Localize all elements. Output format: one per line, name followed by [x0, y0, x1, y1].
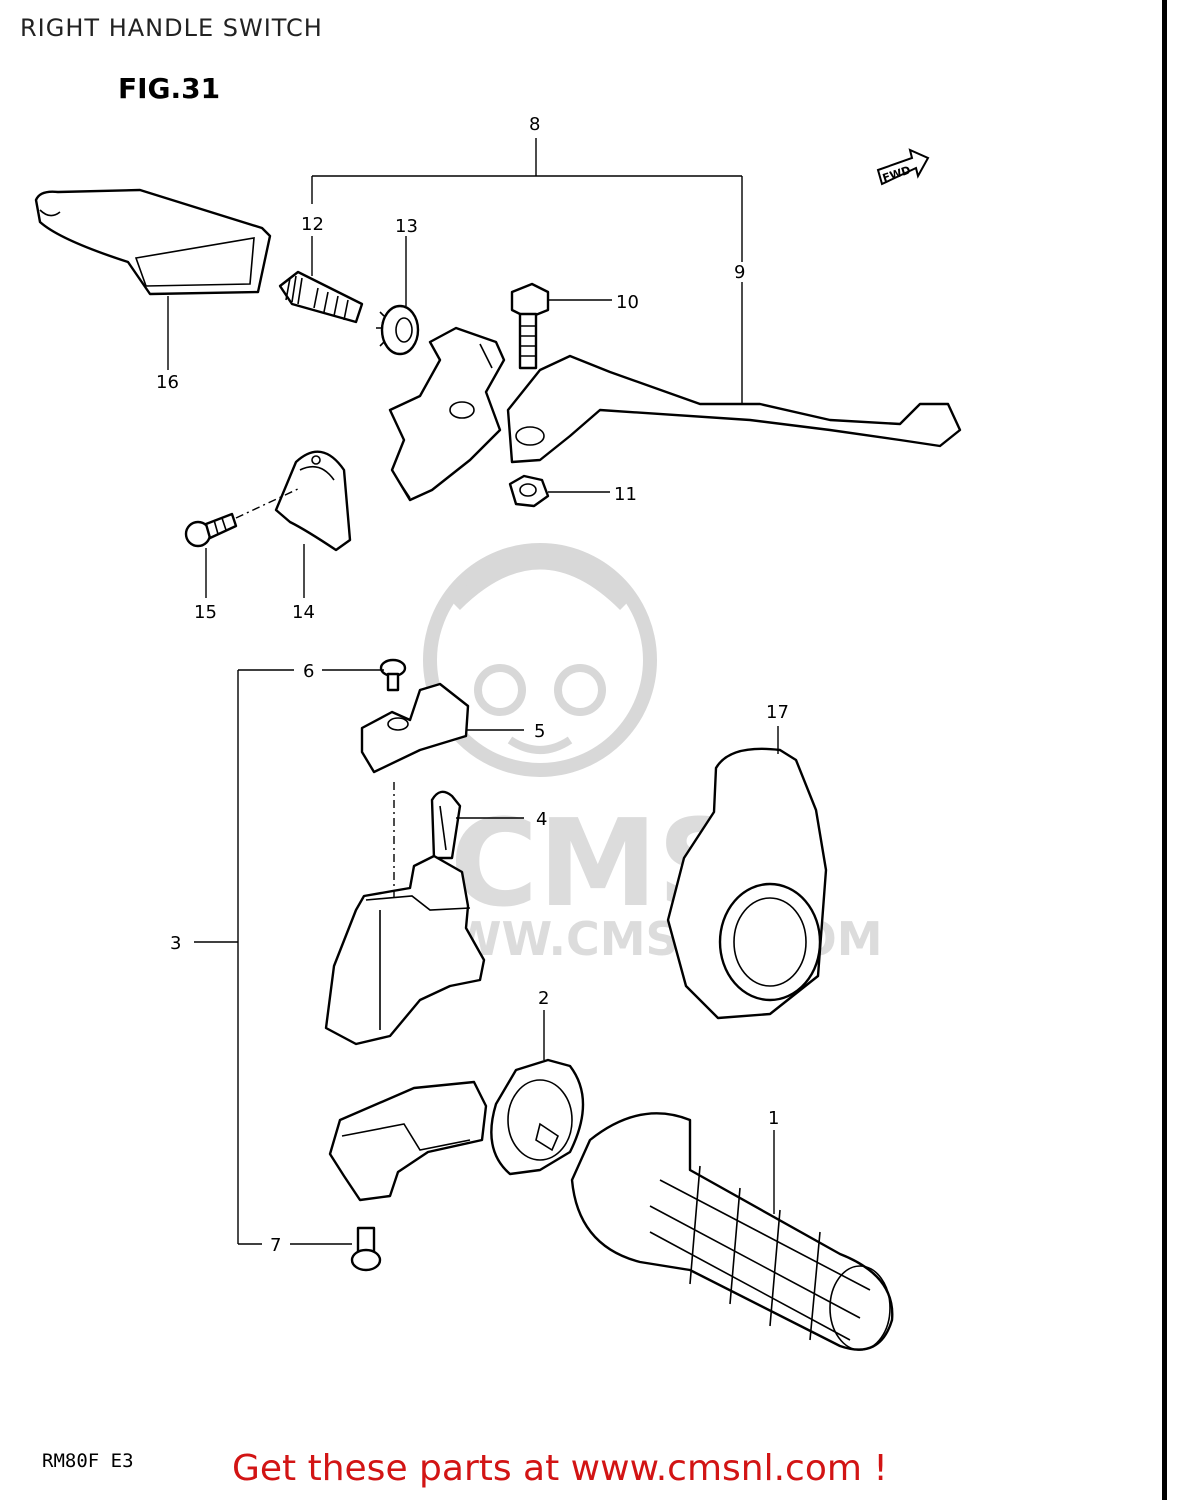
part-9-brake-lever [506, 354, 962, 464]
callout-4: 4 [536, 809, 547, 830]
callout-6: 6 [303, 661, 314, 682]
part-7-screw [350, 1226, 382, 1272]
callout-11: 11 [614, 484, 637, 505]
part-5-cable-guide [360, 682, 470, 774]
callout-7: 7 [270, 1235, 281, 1256]
lever-holder [388, 326, 506, 502]
right-border-rule [1162, 0, 1167, 1500]
part-13-lock-nut [376, 304, 420, 356]
callout-14: 14 [292, 602, 315, 623]
part-6-screw [379, 658, 407, 692]
figure-label: FIG.31 [118, 72, 221, 105]
lower-housing [328, 1080, 488, 1202]
part-3-upper-housing [324, 854, 486, 1046]
part-14-clamp [274, 450, 352, 552]
callout-15: 15 [194, 602, 217, 623]
footer-link[interactable]: Get these parts at www.cmsnl.com ! [232, 1448, 888, 1489]
part-4-cable-stopper [430, 790, 462, 860]
leader-lines [167, 138, 779, 1245]
callout-1: 1 [768, 1108, 779, 1129]
callout-8: 8 [529, 114, 540, 135]
part-17-grip-cover [666, 747, 828, 1020]
callout-3: 3 [170, 933, 181, 954]
part-12-adjuster-bolt [278, 270, 364, 324]
callout-9: 9 [734, 262, 745, 283]
callout-10: 10 [616, 292, 639, 313]
fwd-arrow-icon: FWD [876, 148, 930, 186]
part-2-throttle-collar [490, 1058, 585, 1176]
part-16-lever-boot [34, 188, 272, 296]
callout-2: 2 [538, 988, 549, 1009]
model-code: RM80F E3 [42, 1450, 134, 1472]
part-1-throttle-grip [570, 1112, 894, 1351]
callout-5: 5 [534, 721, 545, 742]
page-title: RIGHT HANDLE SWITCH [20, 14, 323, 42]
part-10-pivot-bolt [510, 282, 550, 370]
callout-labels: 8 9 12 13 10 11 16 14 15 6 5 4 3 17 2 1 … [156, 114, 789, 1256]
callout-12: 12 [301, 214, 324, 235]
part-15-screw [184, 512, 238, 548]
part-11-nut [508, 474, 550, 508]
callout-13: 13 [395, 216, 418, 237]
callout-17: 17 [766, 702, 789, 723]
callout-16: 16 [156, 372, 179, 393]
